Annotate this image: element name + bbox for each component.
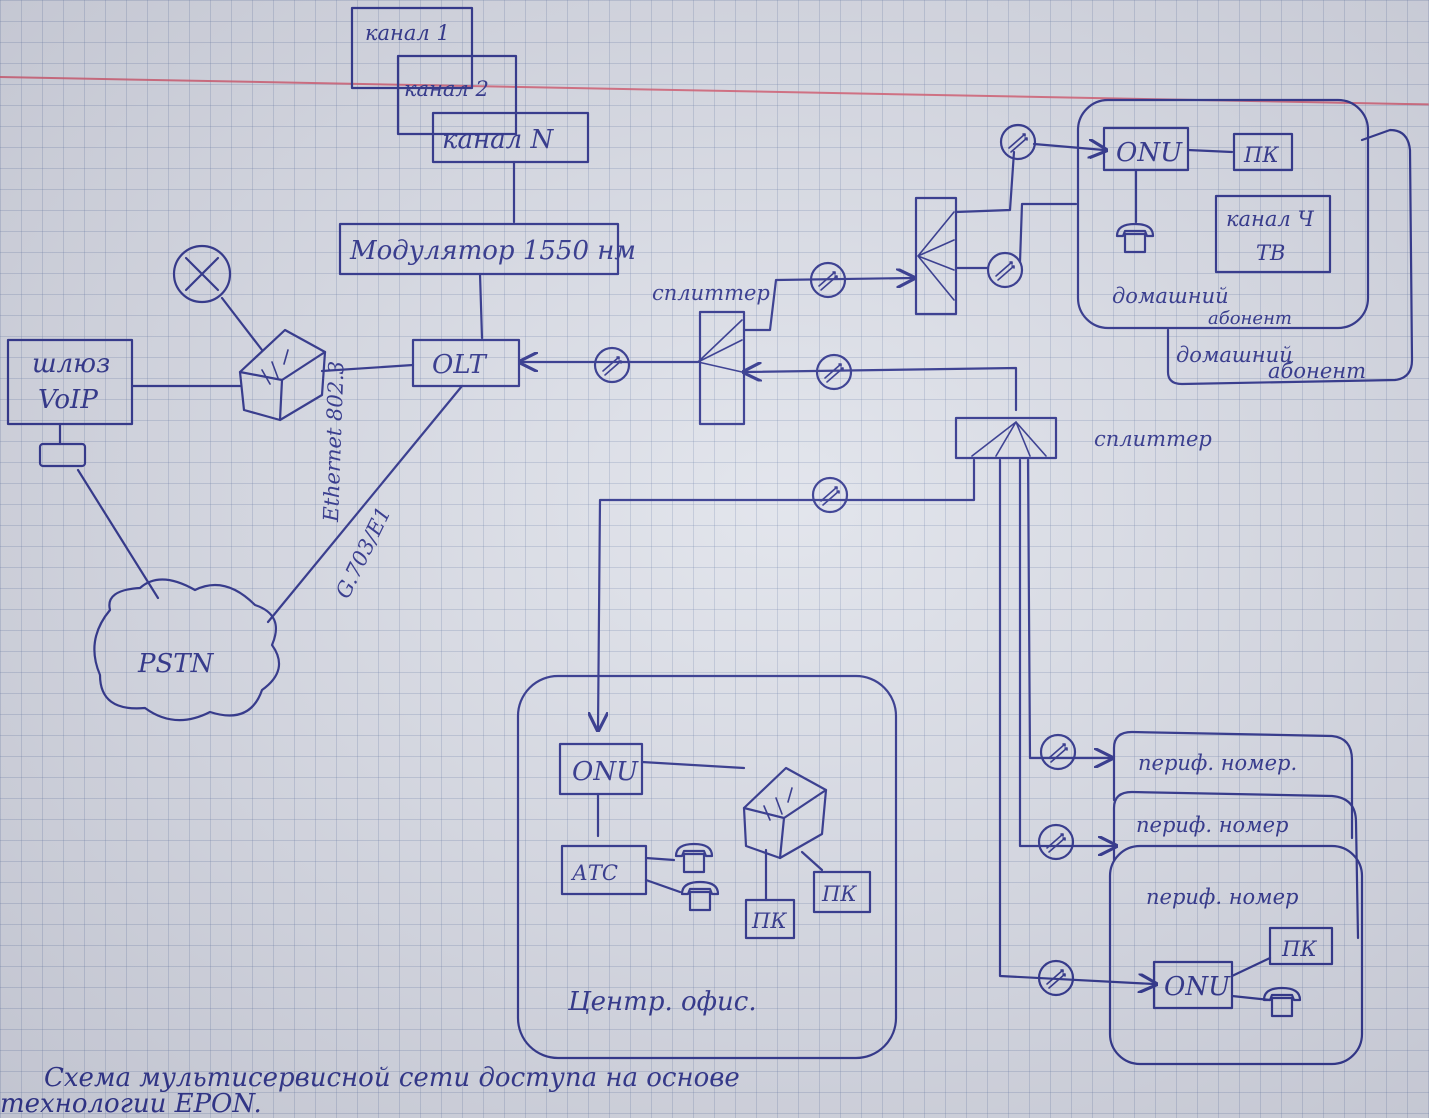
home-subscriber-2-frame: домашний абонент [1166, 128, 1414, 386]
periphery-3-frame: периф. номер [1108, 844, 1364, 1066]
phone-icon [1262, 986, 1302, 1018]
svg-text:АТС: АТС [570, 861, 618, 885]
svg-text:ТВ: ТВ [1256, 241, 1285, 265]
splitter-top [697, 310, 746, 426]
svg-text:домашний: домашний [1112, 284, 1229, 308]
amplifier-icon [593, 346, 631, 384]
pstn-cloud: PSTN [93, 578, 281, 722]
phone-icon [674, 842, 714, 874]
splitter-right-label: сплиттер [1094, 427, 1212, 451]
amplifier-icon [986, 251, 1024, 289]
svg-text:VoIP: VoIP [38, 385, 98, 415]
channel-1-box: канал 1 [350, 6, 474, 90]
splitter-right [954, 416, 1058, 460]
svg-text:Центр. офис.: Центр. офис. [567, 987, 757, 1017]
splitter-upper [914, 196, 958, 316]
ethernet-link-label: Ethernet 802.3 [319, 360, 349, 523]
amplifier-icon [999, 123, 1037, 161]
monitor-icon [172, 244, 232, 304]
periphery-1-frame: периф. номер. [1112, 730, 1354, 840]
svg-text:ONU: ONU [1116, 138, 1183, 168]
pc-office-1-box: ПК [744, 898, 796, 940]
channel-n-box: канал N [431, 111, 590, 164]
phone-icon [1115, 222, 1155, 254]
svg-text:ПК: ПК [751, 909, 787, 933]
svg-text:канал Ч: канал Ч [1226, 207, 1314, 231]
svg-text:периф. номер: периф. номер [1136, 813, 1288, 837]
modulator-box: Модулятор 1550 нм [338, 222, 636, 276]
amplifier-icon [1037, 823, 1075, 861]
svg-text:канал 1: канал 1 [365, 21, 450, 45]
svg-text:шлюз: шлюз [32, 349, 110, 379]
svg-text:ONU: ONU [1164, 972, 1231, 1002]
olt-box: OLT [411, 338, 521, 388]
svg-text:OLT: OLT [432, 350, 487, 380]
central-office-frame: Центр. офис. [516, 674, 898, 1060]
svg-text:абонент: абонент [1208, 308, 1292, 329]
svg-text:канал 2: канал 2 [404, 77, 489, 101]
voip-gateway-box: шлюз VoIP [6, 338, 134, 426]
svg-text:канал N: канал N [442, 125, 554, 155]
periphery-2-frame: периф. номер [1112, 790, 1360, 940]
svg-text:технологии EPON.: технологии EPON. [0, 1089, 262, 1118]
svg-text:абонент: абонент [1268, 359, 1366, 383]
amplifier-icon [1039, 733, 1077, 771]
gateway-phone-icon [38, 442, 87, 468]
switch-icon [238, 328, 327, 422]
phone-icon [680, 880, 720, 912]
pc-home-box: ПК [1232, 132, 1294, 172]
amplifier-icon [815, 353, 853, 391]
pc-periph-box: ПК [1268, 926, 1334, 966]
onu-office-box: ONU [558, 742, 644, 796]
switch-icon [742, 766, 828, 860]
caption: Схема мультисервисной сети доступа на ос… [0, 1063, 740, 1118]
svg-text:ПК: ПК [1281, 937, 1317, 961]
svg-text:Модулятор 1550 нм: Модулятор 1550 нм [349, 236, 636, 266]
splitter-top-label: сплиттер [652, 281, 770, 305]
svg-text:ПК: ПК [821, 882, 857, 906]
home-subscriber-frame: домашний абонент [1076, 98, 1370, 330]
onu-periph-box: ONU [1152, 960, 1234, 1010]
pc-office-2-box: ПК [812, 870, 872, 914]
channel-2-box: канал 2 [396, 54, 518, 136]
tv-box: канал Ч ТВ [1214, 194, 1332, 274]
pbx-box: АТС [560, 844, 648, 896]
svg-text:ONU: ONU [572, 757, 639, 787]
svg-text:домашний: домашний [1176, 343, 1293, 367]
svg-text:периф. номер: периф. номер [1146, 885, 1298, 909]
svg-text:Схема мультисервисной сети дос: Схема мультисервисной сети доступа на ос… [44, 1063, 740, 1093]
svg-text:ПК: ПК [1243, 143, 1279, 167]
svg-text:периф. номер.: периф. номер. [1138, 751, 1297, 775]
svg-text:PSTN: PSTN [137, 649, 215, 679]
amplifier-icon [811, 476, 849, 514]
onu-home-box: ONU [1102, 126, 1190, 172]
